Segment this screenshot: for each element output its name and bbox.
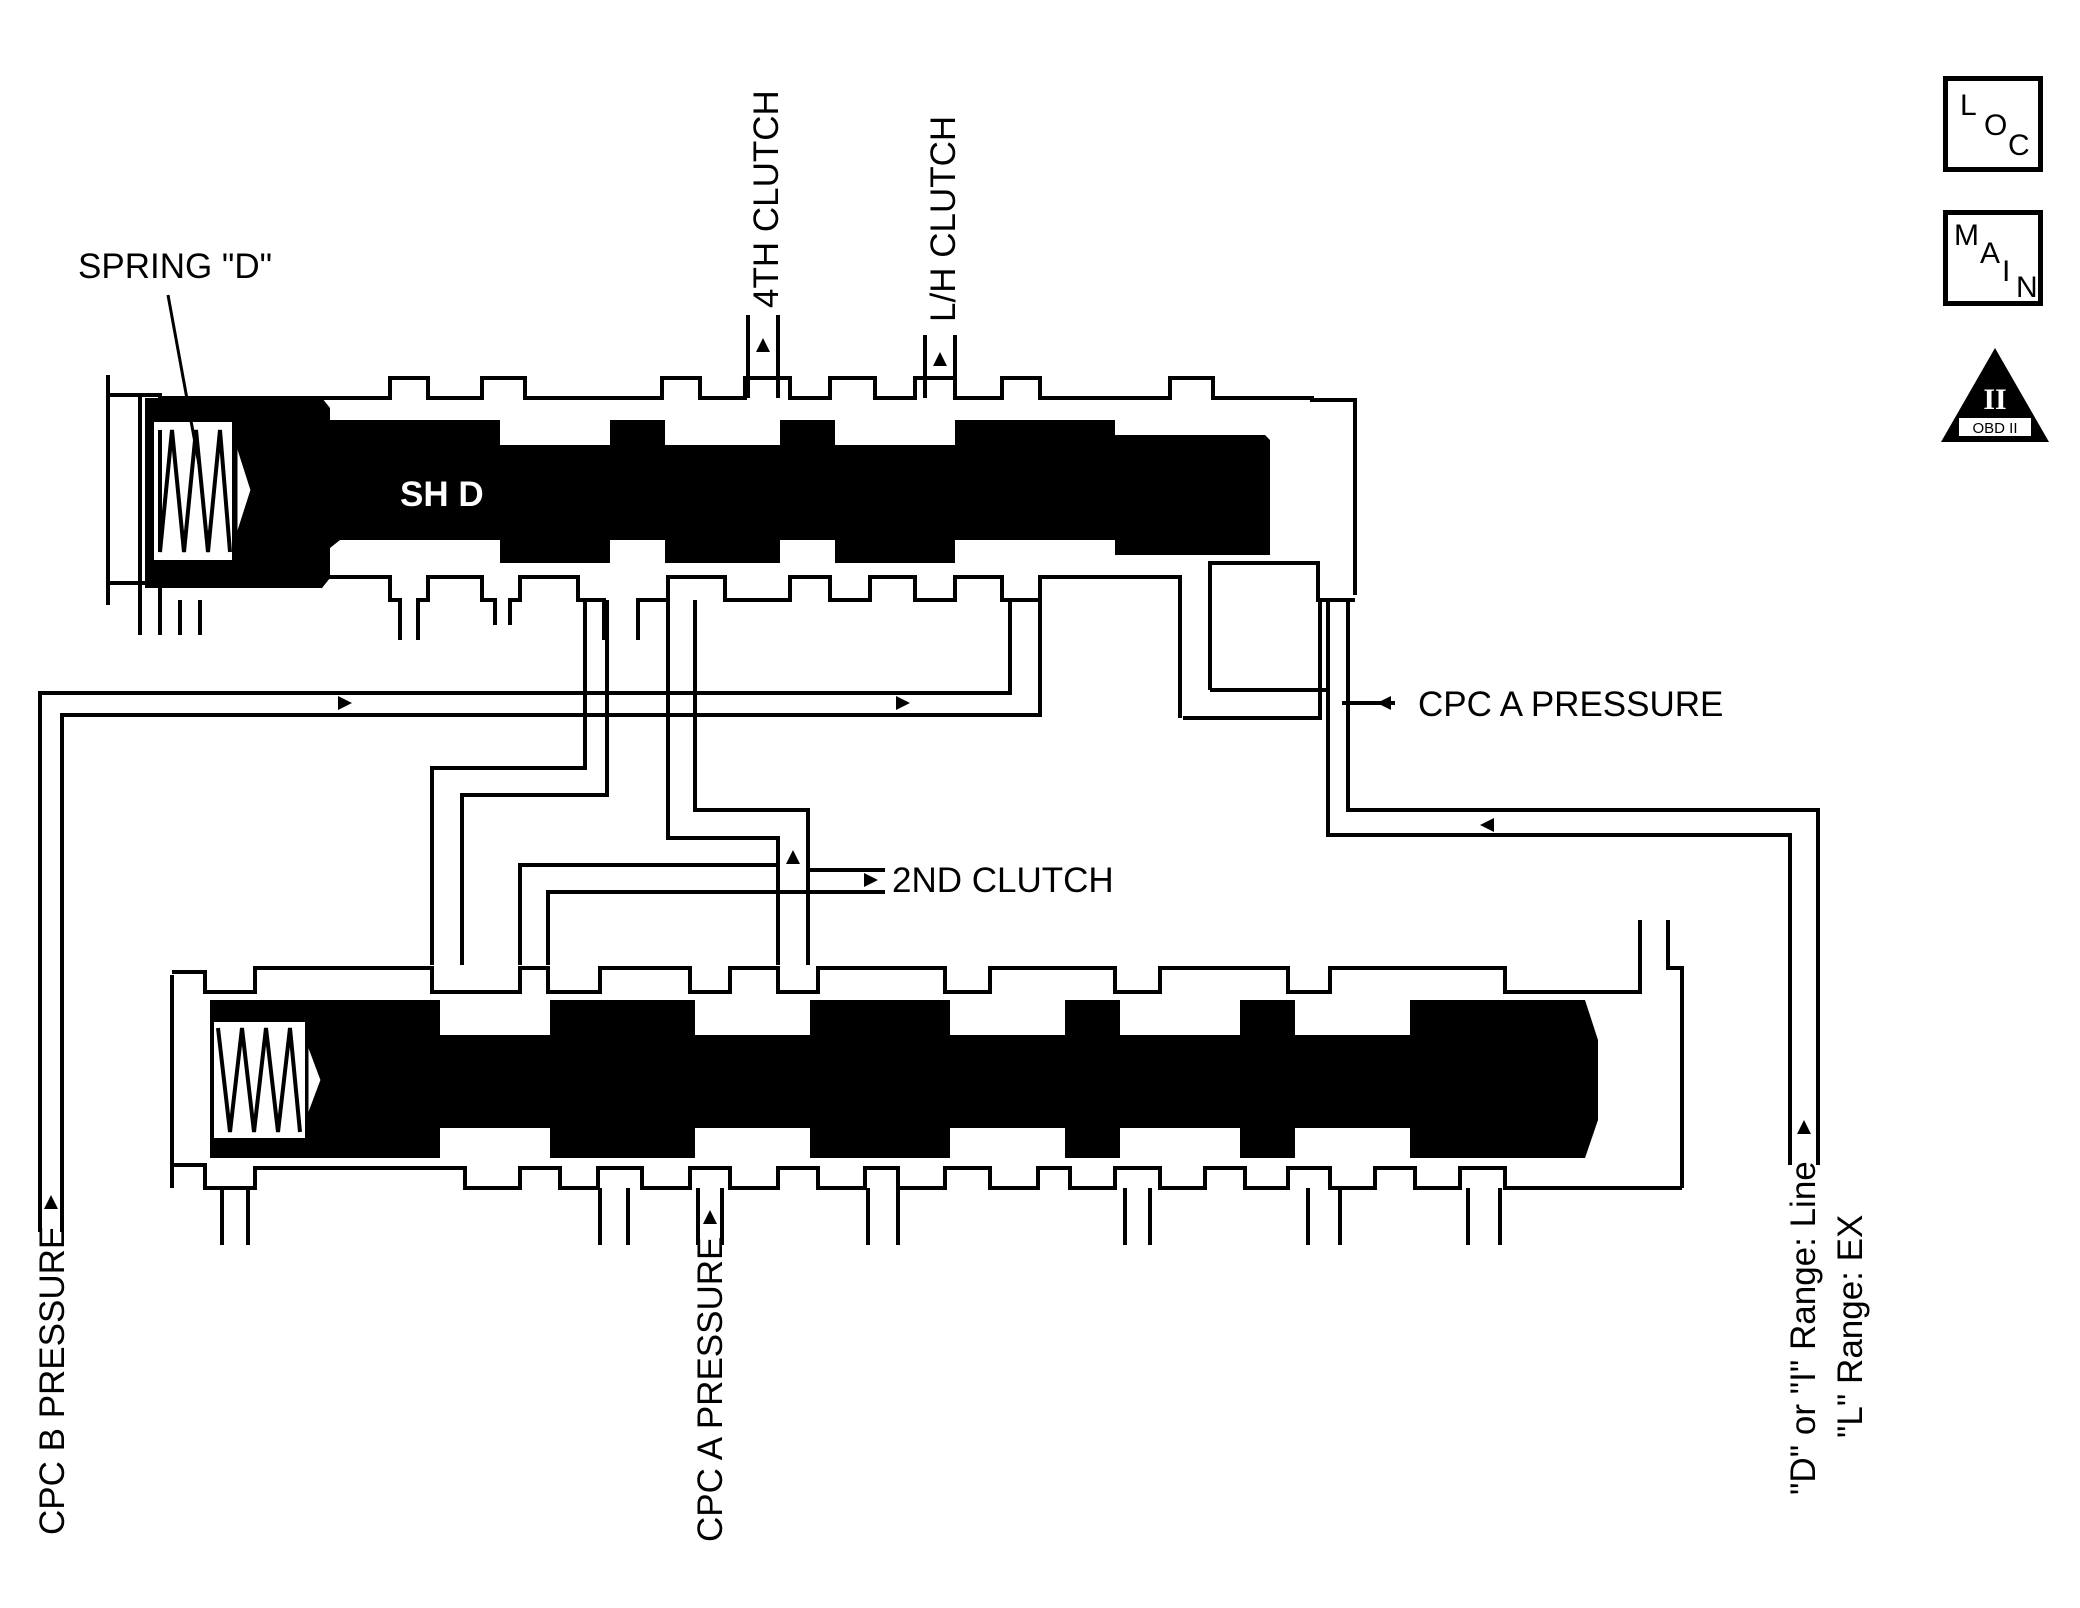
label-cpc-b-pressure: CPC B PRESSURE bbox=[33, 1226, 72, 1535]
arrow-lh-clutch bbox=[933, 352, 947, 366]
obd-ii-button[interactable]: II OBD II bbox=[1937, 344, 2053, 446]
label-range-line: "D" or "I" Range: Line bbox=[1784, 1161, 1823, 1495]
spring-leader-line bbox=[166, 294, 202, 471]
label-sh-d: SH D bbox=[400, 475, 484, 514]
loc-letter-l: L bbox=[1960, 89, 1977, 122]
obd-label: OBD II bbox=[1972, 420, 2017, 437]
arrow-2nd-clutch-up bbox=[786, 850, 800, 864]
loc-button[interactable]: L O C bbox=[1943, 76, 2043, 172]
arrow-cpc-b-2 bbox=[896, 696, 910, 710]
arrow-4th-clutch bbox=[756, 338, 770, 352]
obd-numeral: II bbox=[1983, 383, 2006, 416]
hydraulic-circuits bbox=[38, 600, 1820, 1232]
arrow-cpc-a-up bbox=[703, 1210, 717, 1224]
arrow-2nd-clutch-out bbox=[864, 873, 878, 887]
arrow-cpc-b-1 bbox=[338, 696, 352, 710]
label-range-ex: "L" Range: EX bbox=[1831, 1215, 1870, 1438]
obd-triangle-icon: II OBD II bbox=[1941, 348, 2049, 442]
loc-letter-c: C bbox=[2008, 129, 2030, 162]
main-letter-n: N bbox=[2016, 271, 2038, 304]
main-letter-i: I bbox=[2002, 255, 2011, 288]
label-cpc-a-pressure-bottom: CPC A PRESSURE bbox=[691, 1237, 730, 1542]
arrow-range-up bbox=[1797, 1120, 1811, 1134]
upper-spring-coil bbox=[158, 429, 232, 553]
arrow-line-feed bbox=[1480, 818, 1494, 832]
lower-spring-tip bbox=[305, 1039, 324, 1121]
main-letter-m: M bbox=[1954, 219, 1979, 252]
main-button[interactable]: M A I N bbox=[1943, 210, 2043, 306]
label-spring-d: SPRING "D" bbox=[78, 247, 272, 286]
upper-valve-bore bbox=[106, 375, 1357, 718]
lower-spool bbox=[210, 1000, 1598, 1158]
label-4th-clutch: 4TH CLUTCH bbox=[747, 90, 786, 308]
upper-spool bbox=[145, 398, 1270, 588]
upper-outlet-ports bbox=[746, 315, 957, 398]
lower-spring-coil bbox=[216, 1027, 302, 1133]
label-lh-clutch: L/H CLUTCH bbox=[924, 116, 963, 322]
label-2nd-clutch: 2ND CLUTCH bbox=[892, 861, 1114, 900]
arrow-cpc-a-right bbox=[1377, 696, 1391, 710]
label-cpc-a-pressure-right: CPC A PRESSURE bbox=[1418, 685, 1723, 724]
upper-spring-tip bbox=[234, 439, 254, 541]
main-letter-a: A bbox=[1980, 237, 2001, 270]
lower-valve-bore bbox=[170, 920, 1684, 1245]
loc-letter-o: O bbox=[1984, 109, 2008, 142]
arrow-cpc-b-up bbox=[44, 1195, 58, 1209]
